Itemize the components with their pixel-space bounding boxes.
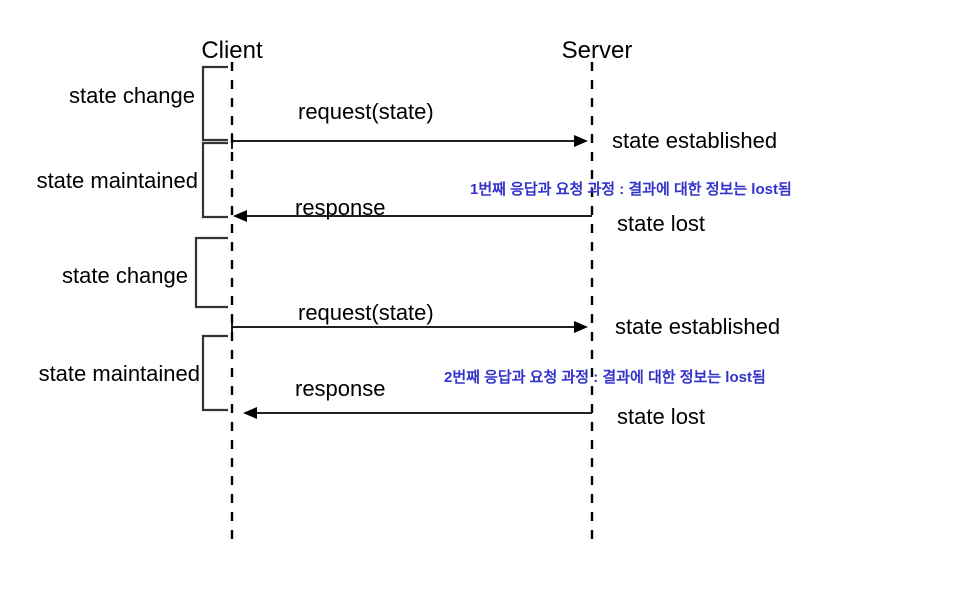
- message-response-2: response: [243, 376, 592, 419]
- state-label-lost-1: state lost: [617, 211, 705, 236]
- arrowhead-response-2: [243, 407, 257, 419]
- arrowhead-response-1: [233, 210, 247, 222]
- message-label-request-1: request(state): [298, 99, 434, 124]
- side-label-state-change-1: state change: [69, 83, 195, 108]
- state-label-lost-2: state lost: [617, 404, 705, 429]
- bracket-state-maintained-1: [201, 141, 228, 219]
- message-request-2: request(state): [231, 300, 588, 335]
- arrowhead-request-1: [574, 135, 588, 147]
- lifeline-client: Client: [201, 37, 263, 545]
- side-label-state-change-2: state change: [62, 263, 188, 288]
- message-label-response-2: response: [295, 376, 386, 401]
- state-label-established-1: state established: [612, 128, 777, 153]
- side-label-state-maintained-2: state maintained: [39, 361, 200, 386]
- bracket-state-maintained-2: [201, 334, 228, 412]
- lifeline-title-server: Server: [562, 37, 633, 64]
- annotation-round-1: 1번째 응답과 요청 과정 : 결과에 대한 정보는 lost됨: [470, 180, 792, 198]
- annotation-round-2: 2번째 응답과 요청 과정 : 결과에 대한 정보는 lost됨: [444, 368, 766, 386]
- state-label-established-2: state established: [615, 314, 780, 339]
- message-response-1: response: [233, 195, 592, 222]
- message-request-1: request(state): [231, 99, 588, 149]
- bracket-state-change-1: [201, 65, 228, 142]
- arrowhead-request-2: [574, 321, 588, 333]
- bracket-state-change-2: [194, 236, 228, 309]
- message-label-request-2: request(state): [298, 300, 434, 325]
- lifeline-server: Server: [562, 37, 633, 545]
- side-label-state-maintained-1: state maintained: [37, 168, 198, 193]
- lifeline-title-client: Client: [201, 37, 263, 64]
